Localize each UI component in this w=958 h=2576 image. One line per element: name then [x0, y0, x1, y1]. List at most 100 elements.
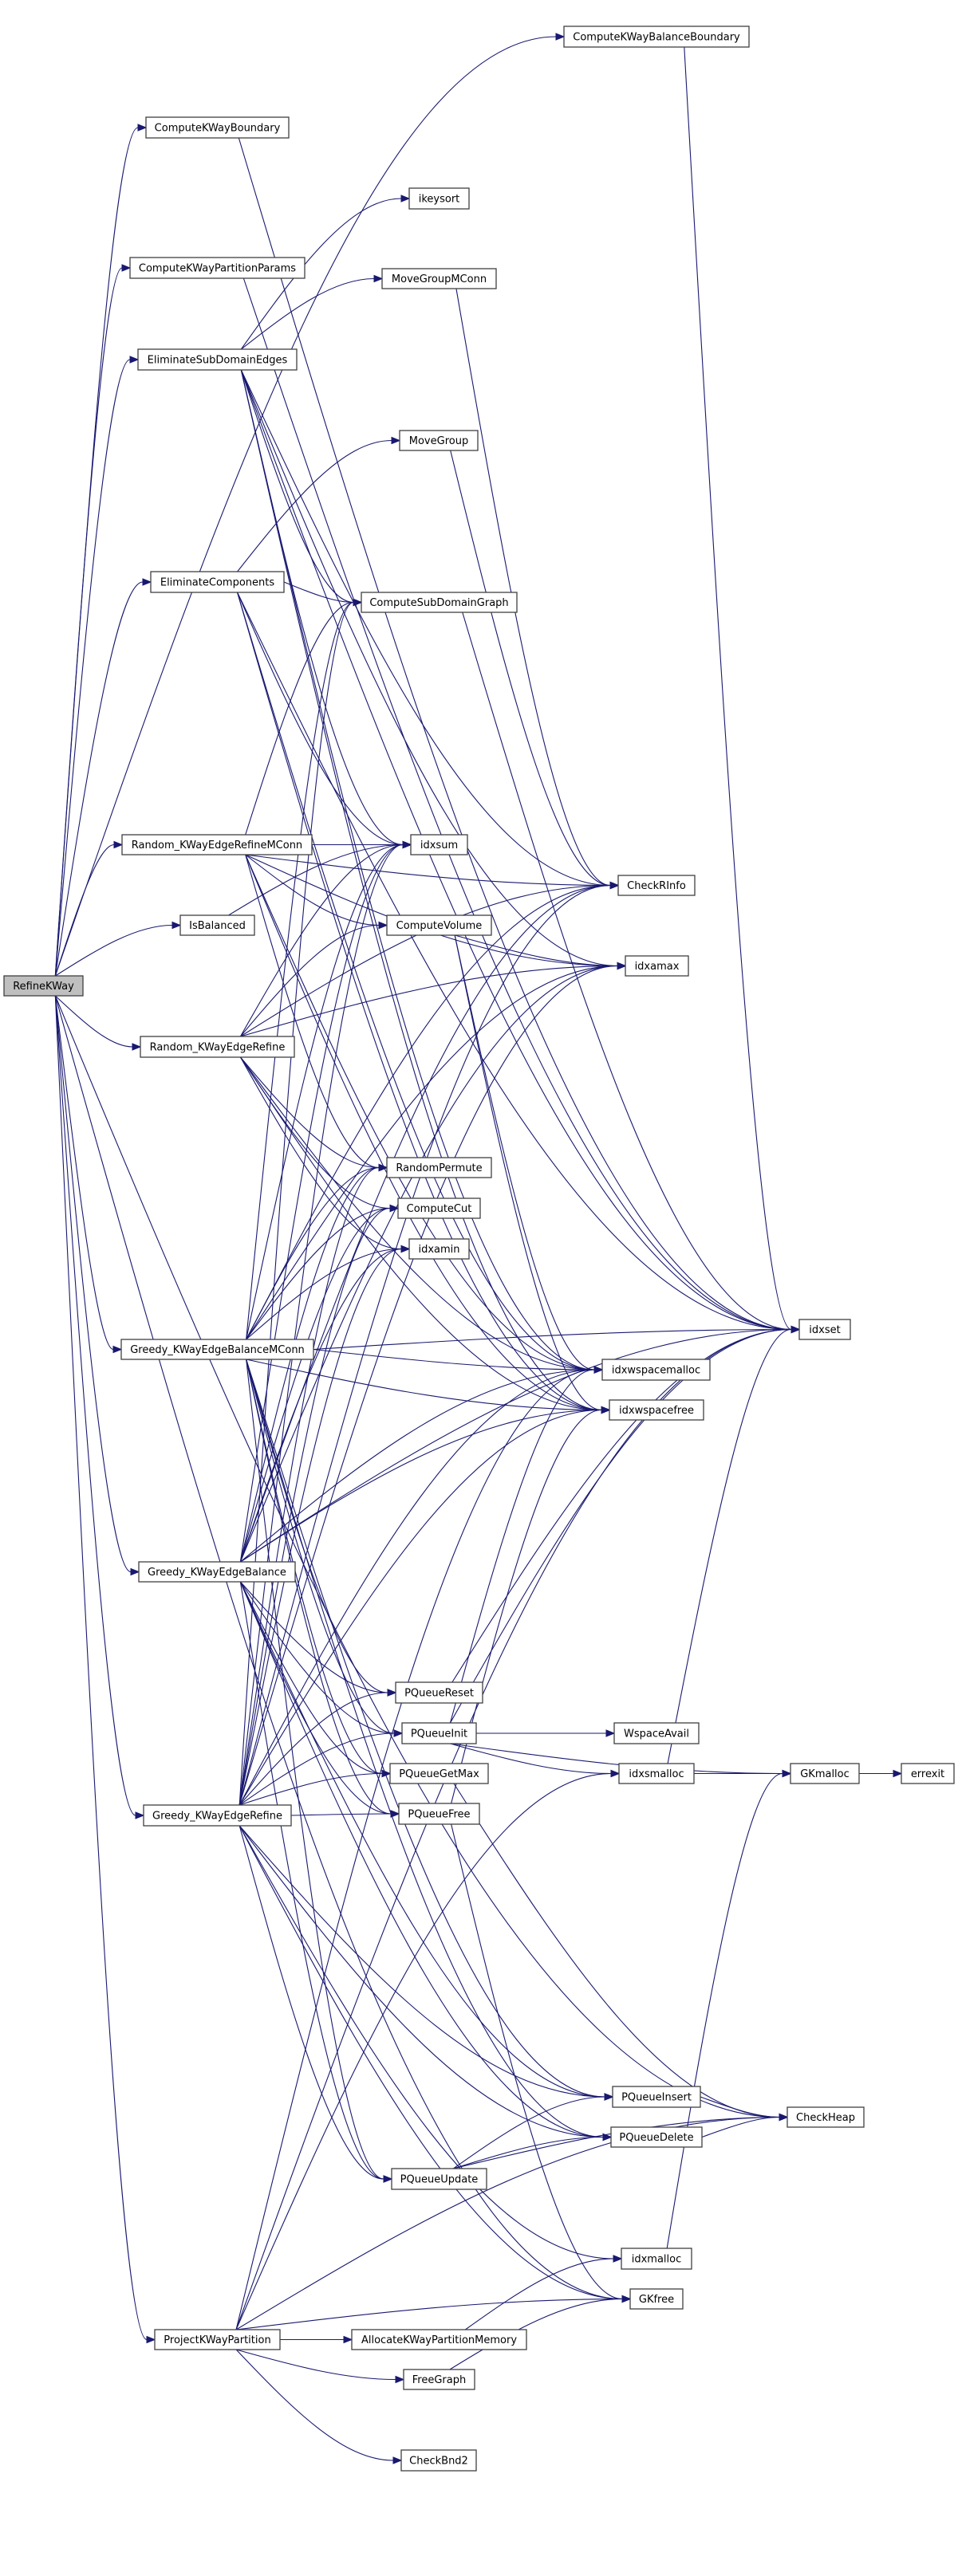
- node-idxwspacemalloc[interactable]: idxwspacemalloc: [601, 1359, 711, 1381]
- node-allocate-kway-partition-memory[interactable]: AllocateKWayPartitionMemory: [351, 2329, 527, 2350]
- node-errexit[interactable]: errexit: [901, 1763, 955, 1784]
- node-greedy-kway-edge-balance-mconn[interactable]: Greedy_KWayEdgeBalanceMConn: [120, 1339, 314, 1360]
- edge-compute-volume-to-idxamax: [455, 934, 618, 967]
- node-eliminate-components[interactable]: EliminateComponents: [150, 571, 285, 593]
- arrowhead-icon: [389, 1204, 400, 1213]
- edge-greedy-kway-edge-balance-mconn-to-compute-sub-domain-graph: [246, 601, 354, 1340]
- node-compute-sub-domain-graph[interactable]: ComputeSubDomainGraph: [361, 592, 518, 613]
- node-idxwspacefree[interactable]: idxwspacefree: [609, 1399, 704, 1421]
- edge-refine-kway-to-random-kway-edge-refine-mconn: [54, 844, 115, 977]
- node-idxsum[interactable]: idxsum: [410, 834, 468, 855]
- arrowhead-icon: [393, 1729, 404, 1737]
- nodes-layer: RefineKWay ComputeKWayBalanceBoundaryComp…: [3, 26, 955, 2472]
- node-random-kway-edge-refine[interactable]: Random_KWayEdgeRefine: [140, 1036, 295, 1058]
- edge-greedy-kway-edge-refine-to-pqueue-update: [239, 1825, 384, 2180]
- node-compute-cut[interactable]: ComputeCut: [397, 1198, 481, 1219]
- arrowhead-icon: [392, 2456, 403, 2464]
- node-box: [609, 1399, 704, 1421]
- node-is-balanced[interactable]: IsBalanced: [179, 914, 255, 936]
- node-gkmalloc[interactable]: GKmalloc: [790, 1763, 860, 1784]
- node-idxamax[interactable]: idxamax: [625, 955, 689, 977]
- node-box: [120, 1339, 314, 1360]
- node-check-rinfo[interactable]: CheckRInfo: [617, 875, 696, 896]
- node-box: [625, 955, 689, 977]
- node-label: PQueueDelete: [619, 2132, 693, 2144]
- node-pqueue-get-max[interactable]: PQueueGetMax: [389, 1763, 489, 1784]
- edge-move-group-mconn-to-check-rinfo: [455, 288, 611, 887]
- edge-refine-kway-to-greedy-kway-edge-balance-mconn: [54, 995, 114, 1351]
- node-random-permute[interactable]: RandomPermute: [386, 1157, 492, 1178]
- node-box: [790, 1763, 860, 1784]
- node-box: [621, 2248, 692, 2270]
- node-label: PQueueGetMax: [399, 1768, 479, 1780]
- node-eliminate-sub-domain-edges[interactable]: EliminateSubDomainEdges: [137, 348, 298, 371]
- edge-greedy-kway-edge-balance-mconn-to-compute-cut: [246, 1207, 391, 1340]
- node-move-group-mconn[interactable]: MoveGroupMConn: [381, 268, 497, 289]
- node-ikeysort[interactable]: ikeysort: [408, 187, 470, 210]
- node-label: ComputeCut: [407, 1203, 472, 1215]
- node-box: [401, 1722, 477, 1744]
- node-label: PQueueInit: [411, 1728, 467, 1740]
- edge-greedy-kway-edge-balance-mconn-to-idxamax: [246, 965, 618, 1340]
- edge-pqueue-insert-to-check-heap: [700, 2096, 780, 2118]
- node-check-bnd2[interactable]: CheckBnd2: [400, 2449, 477, 2472]
- node-box: [601, 1359, 711, 1381]
- node-compute-volume[interactable]: ComputeVolume: [386, 914, 492, 936]
- node-greedy-kway-edge-refine[interactable]: Greedy_KWayEdgeRefine: [143, 1804, 292, 1827]
- edge-refine-kway-to-check-heap: [54, 995, 780, 2118]
- node-compute-kway-partition-params[interactable]: ComputeKWayPartitionParams: [129, 257, 306, 279]
- arrowhead-icon: [613, 2255, 623, 2263]
- node-idxmalloc[interactable]: idxmalloc: [621, 2248, 692, 2270]
- node-refine-kway[interactable]: RefineKWay: [3, 975, 84, 997]
- edge-greedy-kway-edge-refine-to-pqueue-delete: [239, 1825, 604, 2138]
- node-box: [901, 1763, 955, 1784]
- node-label: idxset: [809, 1324, 840, 1336]
- node-box: [618, 1763, 695, 1784]
- node-label: Random_KWayEdgeRefine: [150, 1042, 286, 1054]
- node-idxset[interactable]: idxset: [798, 1319, 851, 1340]
- node-pqueue-init[interactable]: PQueueInit: [401, 1722, 477, 1744]
- node-box: [150, 571, 285, 593]
- edge-random-kway-edge-refine-mconn-to-check-rinfo: [245, 854, 611, 887]
- node-idxamin[interactable]: idxamin: [408, 1238, 470, 1260]
- node-label: ComputeKWayPartitionParams: [139, 263, 296, 275]
- node-wspace-avail[interactable]: WspaceAvail: [613, 1722, 700, 1744]
- node-check-heap[interactable]: CheckHeap: [787, 2106, 865, 2128]
- edges-layer: [54, 33, 903, 2464]
- node-box: [179, 914, 255, 936]
- edge-greedy-kway-edge-balance-mconn-to-idxwspacemalloc: [313, 1348, 595, 1371]
- arrowhead-icon: [390, 1810, 400, 1818]
- node-label: RefineKWay: [13, 981, 74, 993]
- node-box: [398, 1803, 480, 1825]
- node-label: errexit: [911, 1768, 944, 1780]
- node-greedy-kway-edge-balance[interactable]: Greedy_KWayEdgeBalance: [138, 1561, 296, 1583]
- node-pqueue-insert[interactable]: PQueueInsert: [612, 2086, 701, 2108]
- edge-greedy-kway-edge-refine-to-compute-cut: [239, 1207, 391, 1806]
- edge-eliminate-components-to-idxsum: [237, 592, 404, 846]
- node-pqueue-update[interactable]: PQueueUpdate: [391, 2168, 487, 2190]
- node-idxsmalloc[interactable]: idxsmalloc: [618, 1763, 695, 1784]
- node-pqueue-delete[interactable]: PQueueDelete: [610, 2126, 703, 2148]
- edge-greedy-kway-edge-balance-mconn-to-idxamin: [246, 1248, 402, 1340]
- node-box: [408, 187, 470, 210]
- node-project-kway-partition[interactable]: ProjectKWayPartition: [154, 2329, 281, 2350]
- edge-greedy-kway-edge-balance-mconn-to-pqueue-delete: [246, 1359, 604, 2138]
- node-label: EliminateSubDomainEdges: [148, 355, 288, 367]
- node-pqueue-free[interactable]: PQueueFree: [398, 1803, 480, 1825]
- node-pqueue-reset[interactable]: PQueueReset: [395, 1681, 483, 1704]
- edge-refine-kway-to-greedy-kway-edge-balance: [54, 995, 132, 1573]
- node-box: [612, 2086, 701, 2108]
- edge-pqueue-reset-to-idxset: [451, 1328, 792, 1683]
- edge-greedy-kway-edge-balance-mconn-to-pqueue-init: [246, 1359, 395, 1734]
- node-random-kway-edge-refine-mconn[interactable]: Random_KWayEdgeRefineMConn: [121, 834, 313, 855]
- arrowhead-icon: [602, 2133, 613, 2141]
- arrowhead-icon: [395, 2375, 405, 2384]
- node-move-group[interactable]: MoveGroup: [399, 430, 479, 451]
- arrowhead-icon: [378, 1163, 388, 1172]
- node-free-graph[interactable]: FreeGraph: [403, 2369, 475, 2390]
- node-compute-kway-balance-boundary[interactable]: ComputeKWayBalanceBoundary: [563, 26, 750, 48]
- node-compute-kway-boundary[interactable]: ComputeKWayBoundary: [145, 116, 290, 139]
- edge-greedy-kway-edge-refine-to-idxamin: [239, 1248, 402, 1806]
- node-gkfree[interactable]: GKfree: [629, 2288, 684, 2310]
